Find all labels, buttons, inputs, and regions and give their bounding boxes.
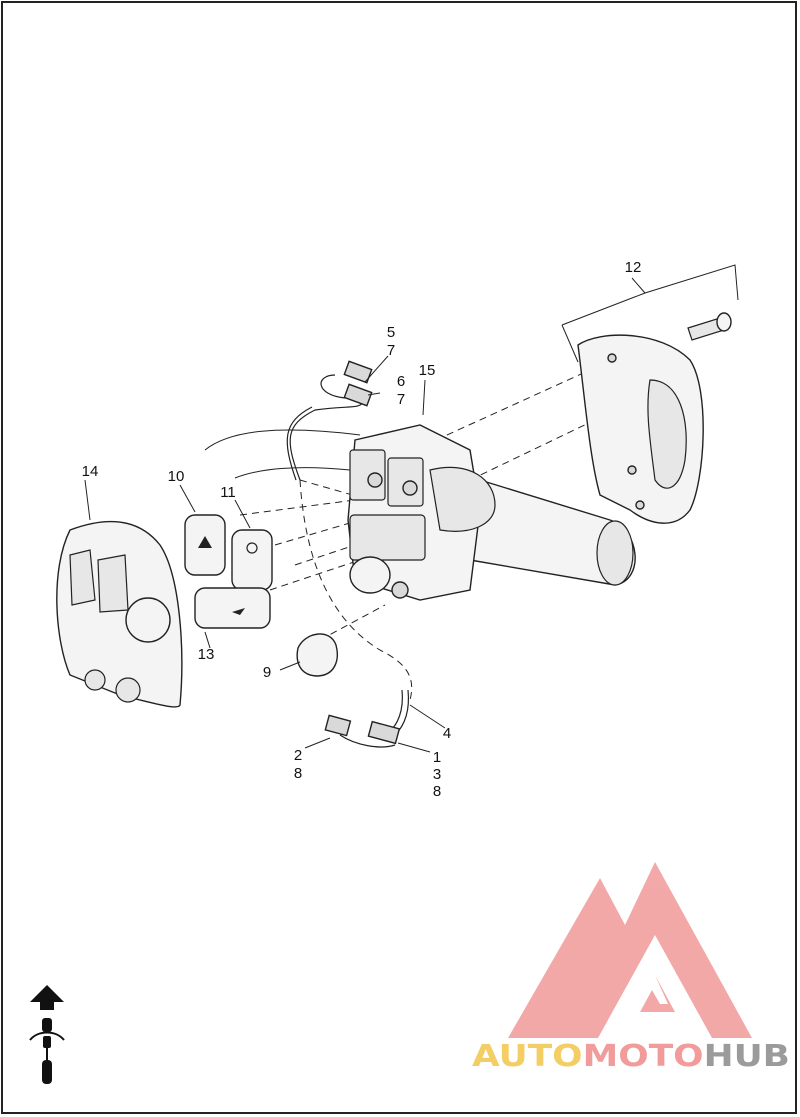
arrow-up-motorcycle-icon (29, 985, 65, 1084)
watermark-triangle (508, 862, 752, 1038)
callout-9: 9 (263, 664, 271, 681)
callout-4: 4 (443, 725, 451, 742)
callout-14: 14 (82, 463, 99, 480)
switch-cap-11 (231, 529, 273, 591)
upper-connectors (286, 360, 373, 481)
callout-10: 10 (168, 468, 185, 485)
callout-8-left: 8 (294, 765, 302, 782)
switch-housing-assembly (347, 424, 496, 601)
callout-11: 11 (220, 484, 236, 501)
connector-2 (324, 714, 352, 737)
right-switch-housing (577, 312, 732, 524)
connector-5 (343, 360, 373, 384)
switch-cap-13 (194, 587, 271, 629)
callout-15: 15 (419, 362, 436, 379)
lower-harness (324, 689, 410, 748)
callout-labels: 12 5 7 15 6 7 14 10 11 13 9 4 2 8 1 3 8 (82, 259, 642, 800)
callout-8-right: 8 (433, 783, 441, 800)
callout-13: 13 (198, 646, 215, 663)
callout-3: 3 (433, 766, 441, 783)
switch-cap-9 (296, 633, 338, 677)
callout-12: 12 (625, 259, 642, 276)
handlebar (204, 429, 636, 586)
callout-7-lower: 7 (397, 391, 405, 408)
callout-5: 5 (387, 324, 395, 341)
callout-2: 2 (294, 747, 302, 764)
callout-leaders (84, 264, 739, 753)
connector-1 (367, 720, 401, 745)
callout-6: 6 (397, 373, 405, 390)
left-switch-housing (56, 520, 183, 708)
arrow-icon (232, 608, 245, 615)
switch-caps (184, 514, 338, 677)
callout-7-upper: 7 (387, 342, 395, 359)
callout-1: 1 (433, 749, 441, 766)
connector-6 (343, 383, 373, 407)
hazard-icon (198, 536, 212, 548)
